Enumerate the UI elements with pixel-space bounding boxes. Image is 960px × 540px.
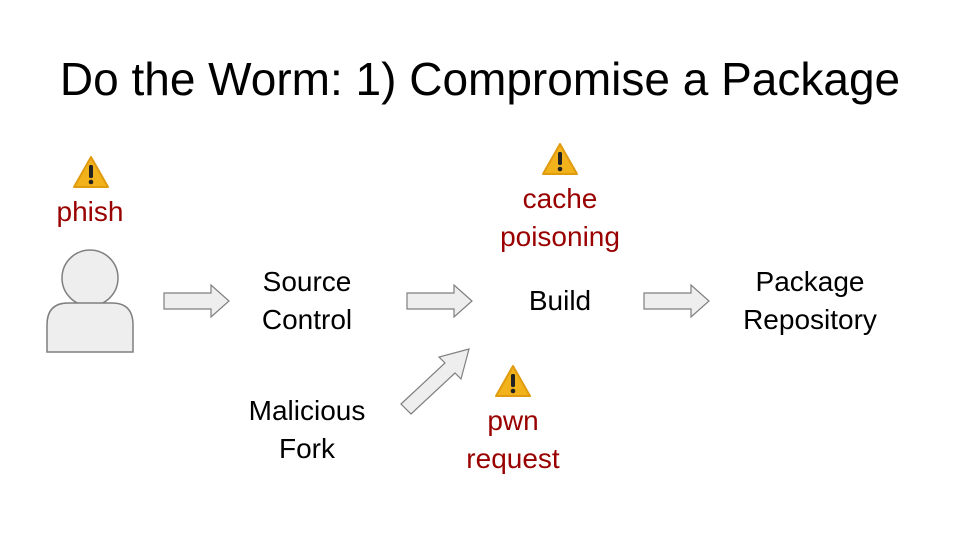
node-malicious-fork-line2: Fork xyxy=(279,433,335,464)
threat-phish: phish xyxy=(56,196,124,227)
threat-pwn-request-line2: request xyxy=(466,443,560,474)
threat-cache-poisoning-line2: poisoning xyxy=(500,221,620,252)
node-build: Build xyxy=(528,285,592,316)
threat-pwn-request: pwn request xyxy=(443,402,583,478)
node-malicious-fork-line1: Malicious xyxy=(248,395,366,426)
node-malicious-fork: Malicious Fork xyxy=(222,392,392,468)
node-source-control-line2: Control xyxy=(261,304,353,335)
threat-pwn-request-line1: pwn xyxy=(487,405,539,436)
warning-icon xyxy=(541,142,579,176)
arrow-icon xyxy=(643,283,711,323)
threat-cache-poisoning: cache poisoning xyxy=(470,180,650,256)
person-icon xyxy=(46,247,134,358)
warning-icon xyxy=(494,364,532,398)
slide-title: Do the Worm: 1) Compromise a Package xyxy=(59,53,901,105)
arrow-icon xyxy=(406,283,474,323)
node-source-control-line1: Source xyxy=(262,266,352,297)
threat-cache-poisoning-line1: cache xyxy=(522,183,598,214)
arrow-icon xyxy=(398,346,472,421)
node-package-repository-line2: Repository xyxy=(743,304,877,335)
node-source-control: Source Control xyxy=(232,263,382,339)
node-package-repository: Package Repository xyxy=(710,263,910,339)
arrow-icon xyxy=(163,283,231,323)
warning-icon xyxy=(72,155,110,189)
node-package-repository-line1: Package xyxy=(755,266,865,297)
